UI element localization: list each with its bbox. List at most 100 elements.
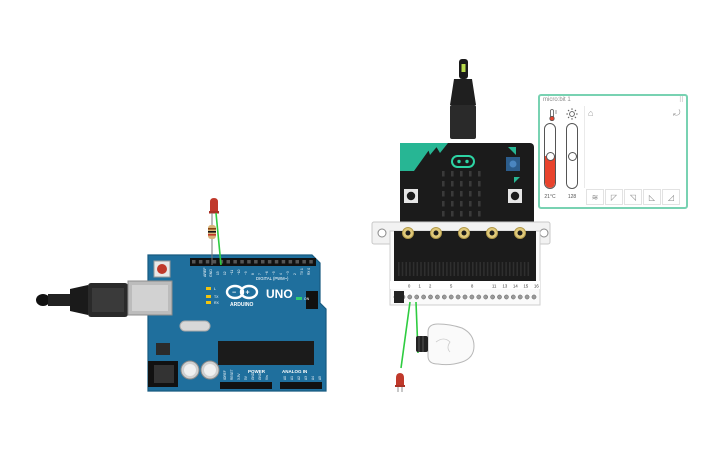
pin-label: 7 bbox=[258, 273, 262, 275]
led-matrix bbox=[442, 171, 481, 217]
arduino-led-circuit[interactable] bbox=[200, 198, 240, 268]
breakout-pin[interactable] bbox=[476, 294, 482, 300]
panel-title: micro:bit 1 bbox=[543, 97, 571, 103]
matrix-led bbox=[478, 191, 481, 197]
breakout-pin[interactable] bbox=[407, 294, 413, 300]
matrix-led bbox=[451, 201, 454, 207]
breakout-pin[interactable] bbox=[497, 294, 502, 300]
pin-label: Vin bbox=[265, 375, 269, 380]
light-knob[interactable] bbox=[567, 151, 577, 161]
breakout-pin[interactable] bbox=[469, 294, 475, 300]
tx-label: TX bbox=[214, 295, 219, 299]
breakout-pin[interactable] bbox=[517, 294, 523, 300]
breakout-pin[interactable] bbox=[504, 294, 509, 300]
matrix-led bbox=[460, 191, 463, 197]
breakout-pin[interactable] bbox=[428, 294, 433, 300]
red-led[interactable] bbox=[209, 198, 219, 214]
on-label: ON bbox=[304, 297, 310, 301]
power-label: POWER bbox=[248, 369, 266, 374]
resistor[interactable] bbox=[208, 225, 216, 239]
gesture-area[interactable] bbox=[584, 106, 686, 188]
microbit-sensor-panel[interactable]: micro:bit 1 ⠿ 21°C 128 ⌂ ⤾ bbox=[538, 94, 688, 209]
breakout-pin[interactable] bbox=[483, 294, 489, 300]
breakout-pin[interactable] bbox=[531, 294, 537, 300]
on-led bbox=[296, 297, 302, 300]
aref-label: AREF bbox=[203, 267, 207, 277]
matrix-led bbox=[478, 171, 481, 177]
pin-label: RX 0 bbox=[307, 268, 311, 275]
matrix-led bbox=[442, 211, 445, 217]
light-bulb[interactable] bbox=[416, 323, 475, 366]
breakout-pin[interactable] bbox=[490, 294, 495, 300]
arduino-model-label: UNO bbox=[266, 287, 293, 301]
breakout-pin[interactable] bbox=[455, 294, 461, 300]
breakout-label: 16 bbox=[534, 284, 539, 289]
microbit-usb-cable[interactable] bbox=[450, 59, 476, 139]
rotate-icon[interactable]: ⤾ bbox=[673, 108, 681, 118]
pin-label: 8 bbox=[251, 273, 255, 275]
pin-label: ~9 bbox=[244, 271, 248, 275]
breakout-label: 11 bbox=[492, 284, 497, 289]
bulb-circuit[interactable] bbox=[388, 298, 478, 393]
breakout-pin[interactable] bbox=[435, 294, 440, 300]
matrix-led bbox=[469, 191, 472, 197]
matrix-led bbox=[478, 201, 481, 207]
home-icon[interactable]: ⌂ bbox=[588, 108, 594, 118]
breakout-pin[interactable] bbox=[414, 294, 420, 300]
digital-header[interactable] bbox=[190, 258, 316, 266]
matrix-led bbox=[469, 211, 472, 217]
l-label: L bbox=[214, 287, 216, 291]
temperature-knob[interactable] bbox=[545, 151, 555, 161]
microbit-reset-button[interactable] bbox=[506, 157, 520, 171]
matrix-led bbox=[460, 171, 463, 177]
light-value: 128 bbox=[567, 194, 577, 200]
pin-label: A0 bbox=[283, 376, 287, 380]
rx-label: RX bbox=[214, 301, 220, 305]
matrix-led bbox=[442, 201, 445, 207]
temperature-value: 21°C bbox=[544, 194, 556, 200]
tilt-down-icon[interactable]: ◺ bbox=[643, 189, 661, 205]
breakout-label: 15 bbox=[524, 284, 529, 289]
drag-handle-icon[interactable]: ⠿ bbox=[678, 97, 684, 104]
analog-label: ANALOG IN bbox=[282, 369, 307, 374]
pin-label: A5 bbox=[318, 376, 322, 380]
breakout-pin[interactable] bbox=[441, 294, 447, 300]
pin-label: ~10 bbox=[237, 269, 241, 275]
breakout-pin[interactable] bbox=[421, 294, 426, 300]
usb-cable[interactable] bbox=[36, 283, 128, 317]
tilt-right-icon[interactable]: ◿ bbox=[662, 189, 680, 205]
button-b[interactable] bbox=[508, 189, 522, 203]
breakout-pin[interactable] bbox=[510, 294, 516, 300]
shake-icon[interactable]: ≋ bbox=[586, 189, 604, 205]
pin-label: GND bbox=[251, 372, 255, 380]
breakout-pin[interactable] bbox=[524, 294, 530, 300]
reset-button[interactable] bbox=[153, 260, 171, 278]
power-header[interactable] bbox=[220, 382, 272, 389]
pin-label: 12 bbox=[223, 271, 227, 275]
breakout-label: 13 bbox=[503, 284, 508, 289]
breakout-pin[interactable] bbox=[462, 294, 468, 300]
matrix-led bbox=[451, 191, 454, 197]
button-a[interactable] bbox=[404, 189, 418, 203]
tilt-up-icon[interactable]: ◹ bbox=[624, 189, 642, 205]
digital-label: DIGITAL (PWM~) bbox=[256, 276, 289, 281]
matrix-led bbox=[442, 191, 445, 197]
thermometer-icon bbox=[547, 108, 557, 122]
arduino-brand-label: ARDUINO bbox=[230, 302, 253, 308]
pin-label: RESET bbox=[230, 369, 234, 380]
matrix-led bbox=[442, 171, 445, 177]
breakout-pin[interactable] bbox=[448, 294, 454, 300]
red-led-2[interactable] bbox=[395, 373, 405, 392]
temperature-fill bbox=[545, 156, 555, 188]
matrix-led bbox=[478, 211, 481, 217]
pin-label: TX 1 bbox=[300, 268, 304, 275]
matrix-led bbox=[451, 181, 454, 187]
breakout-label: 0 bbox=[408, 284, 411, 289]
matrix-led bbox=[460, 181, 463, 187]
tilt-left-icon[interactable]: ◸ bbox=[605, 189, 623, 205]
arduino-uno-board[interactable]: − + ARDUINO UNO DIGITAL (PWM~) POWER ANA… bbox=[30, 195, 330, 400]
analog-header[interactable] bbox=[280, 382, 322, 389]
pin-label: 5V bbox=[244, 375, 248, 380]
pin-label: ~5 bbox=[272, 271, 276, 275]
